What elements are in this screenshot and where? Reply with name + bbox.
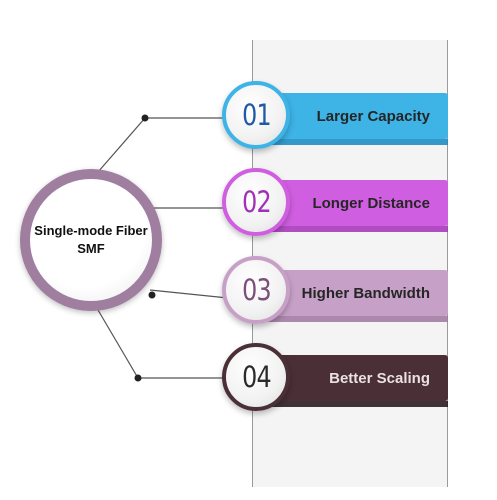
number-01: 01 <box>241 98 271 132</box>
number-circle-02: 02 <box>222 168 290 236</box>
number-circle-04: 04 <box>222 343 290 411</box>
item-label-01: Larger Capacity <box>316 107 430 125</box>
item-bar-shadow-04 <box>262 401 448 407</box>
connector-line-04 <box>97 309 228 379</box>
connector-dot-04 <box>134 374 142 382</box>
hub-title: Single-mode Fiber <box>34 223 148 238</box>
connector-dot-03 <box>148 291 156 299</box>
hub-inner: Single-mode Fiber SMF <box>30 179 152 301</box>
connector-dot-01 <box>141 114 149 122</box>
number-02: 02 <box>241 185 271 219</box>
item-bar-01: Larger Capacity <box>262 93 448 145</box>
connector-line-03 <box>149 289 229 299</box>
item-bar-shadow-03 <box>262 316 448 322</box>
item-bar-shadow-01 <box>262 139 448 145</box>
item-label-04: Better Scaling <box>329 369 430 387</box>
item-label-03: Higher Bandwidth <box>301 284 430 302</box>
item-bar-02: Longer Distance <box>262 180 448 232</box>
item-bar-shadow-02 <box>262 226 448 232</box>
hub-circle: Single-mode Fiber SMF <box>20 169 162 311</box>
connector-line-01 <box>97 117 228 173</box>
number-03: 03 <box>241 273 271 307</box>
hub-subtitle: SMF <box>77 241 105 256</box>
number-circle-03: 03 <box>222 256 290 324</box>
item-label-02: Longer Distance <box>312 194 430 212</box>
item-bar-04: Better Scaling <box>262 355 448 407</box>
number-04: 04 <box>241 360 271 394</box>
item-bar-03: Higher Bandwidth <box>262 270 448 322</box>
number-circle-01: 01 <box>222 81 290 149</box>
